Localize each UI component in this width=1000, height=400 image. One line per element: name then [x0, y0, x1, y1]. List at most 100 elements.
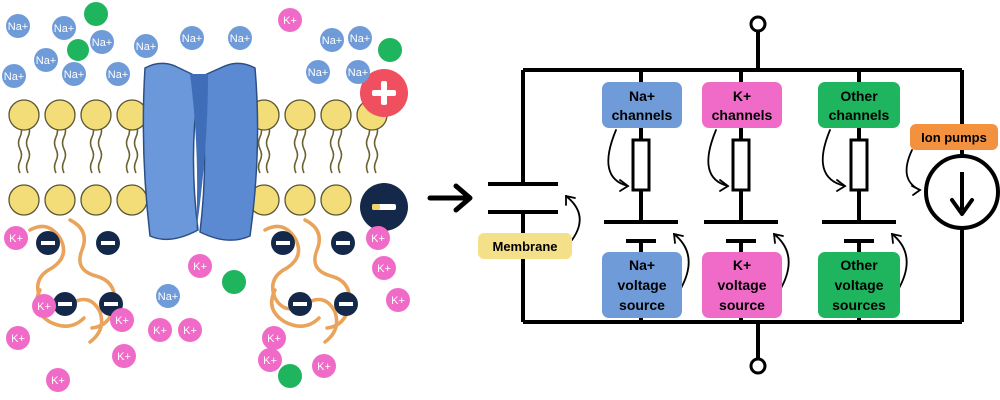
svg-text:K+: K+ [317, 361, 331, 373]
na-source-label: Na+ voltage source [602, 252, 682, 318]
na-channels-line1: Na+ [629, 88, 655, 104]
transform-arrow-icon [427, 183, 473, 213]
negative-charge [331, 231, 355, 255]
k-ion: K+ [46, 368, 70, 392]
potassium-ions: K+K+K+K+K+K+K+K+K+K+K+K+K+K+K+K+ [4, 8, 410, 392]
na-ion: Na+ [306, 60, 330, 84]
na-ion: Na+ [134, 34, 158, 58]
svg-text:K+: K+ [37, 301, 51, 313]
other-sources-line2: voltage [834, 277, 883, 293]
na-ion: Na+ [6, 14, 30, 38]
other-channels-label: Other channels [818, 82, 900, 128]
negative-charge [334, 292, 358, 316]
na-source-pointer-icon [673, 233, 690, 291]
folded-protein-right [263, 218, 352, 344]
svg-text:Na+: Na+ [322, 35, 343, 47]
na-ion: Na+ [2, 64, 26, 88]
svg-text:Na+: Na+ [136, 41, 157, 53]
na-ion: Na+ [156, 284, 180, 308]
svg-text:Na+: Na+ [158, 291, 179, 303]
svg-text:Na+: Na+ [108, 69, 129, 81]
other-channels-line1: Other [840, 88, 878, 104]
k-ion: K+ [312, 354, 336, 378]
svg-text:Na+: Na+ [4, 71, 25, 83]
svg-text:Na+: Na+ [64, 69, 85, 81]
svg-text:Na+: Na+ [92, 37, 113, 49]
k-source-line3: source [719, 297, 765, 313]
na-source-line3: source [619, 297, 665, 313]
membrane-capacitor [488, 70, 558, 322]
svg-text:Na+: Na+ [350, 33, 371, 45]
negative-charge [271, 231, 295, 255]
k-ion: K+ [372, 256, 396, 280]
na-channels-label: Na+ channels [602, 82, 682, 128]
k-ion: K+ [278, 8, 302, 32]
svg-text:Na+: Na+ [36, 55, 57, 67]
k-channels-line2: channels [712, 107, 773, 123]
membrane-pointer-icon [565, 195, 581, 241]
na-ion: Na+ [62, 62, 86, 86]
na-ion: Na+ [346, 60, 370, 84]
ion-pumps-text: Ion pumps [921, 130, 987, 145]
top-terminal [749, 15, 767, 33]
other-sources-line1: Other [840, 257, 878, 273]
k-ion: K+ [386, 288, 410, 312]
k-channels-label: K+ channels [702, 82, 782, 128]
other-source-pointer-icon [891, 233, 908, 291]
na-source-line1: Na+ [629, 257, 655, 273]
svg-text:K+: K+ [377, 263, 391, 275]
ion-pump-current-source [924, 70, 1000, 322]
k-source-line1: K+ [733, 257, 751, 273]
negative-charge [53, 292, 77, 316]
k-ion: K+ [188, 254, 212, 278]
svg-text:K+: K+ [9, 233, 23, 245]
negative-charge [288, 292, 312, 316]
svg-text:K+: K+ [371, 233, 385, 245]
lipid-tails [17, 124, 379, 174]
svg-text:K+: K+ [153, 325, 167, 337]
k-ion: K+ [112, 344, 136, 368]
svg-text:Na+: Na+ [348, 67, 369, 79]
na-channels-line2: channels [612, 107, 673, 123]
sodium-ions: Na+ Na+ Na+ Na+ Na+ Na+ Na+ Na+ Na+ Na+ Na+ Na+ Na+ N… [2, 14, 372, 308]
other-channels-line2: channels [829, 107, 890, 123]
membrane-text: Membrane [492, 239, 557, 254]
k-source-pointer-icon [773, 233, 790, 291]
na-ion: Na+ [320, 28, 344, 52]
k-ion: K+ [258, 348, 282, 372]
na-ion: Na+ [34, 48, 58, 72]
negative-charge [36, 231, 60, 255]
svg-text:Na+: Na+ [54, 23, 75, 35]
biological-membrane-illustration: Na+ Na+ Na+ Na+ Na+ Na+ Na+ Na+ Na+ Na+ Na+ Na+ Na+ N… [2, 2, 410, 392]
k-source-label: K+ voltage source [702, 252, 782, 318]
positive-charge-badge [360, 69, 408, 117]
k-channel-pointer-icon [707, 129, 729, 187]
other-sources-line3: sources [832, 297, 886, 313]
k-ion: K+ [32, 294, 56, 318]
circuit-labels: Na+ channels K+ channels Other channels … [478, 82, 998, 318]
k-channels-line1: K+ [733, 88, 751, 104]
svg-text:Na+: Na+ [182, 33, 203, 45]
pump-pointer-icon [905, 149, 921, 191]
svg-text:K+: K+ [267, 333, 281, 345]
bottom-terminal [749, 357, 767, 375]
na-channel-pointer-icon [607, 129, 629, 187]
na-ion: Na+ [52, 16, 76, 40]
na-ion: Na+ [106, 62, 130, 86]
svg-text:K+: K+ [263, 355, 277, 367]
ion-pumps-label: Ion pumps [910, 124, 998, 150]
svg-text:K+: K+ [193, 261, 207, 273]
na-ion: Na+ [348, 26, 372, 50]
svg-text:Na+: Na+ [230, 33, 251, 45]
na-ion: Na+ [180, 26, 204, 50]
pointer-arrows [565, 129, 922, 291]
negative-charge-badge [360, 183, 408, 231]
na-source-line2: voltage [617, 277, 666, 293]
other-ions [67, 2, 402, 388]
na-ion: Na+ [90, 30, 114, 54]
svg-text:K+: K+ [51, 375, 65, 387]
svg-text:K+: K+ [115, 315, 129, 327]
svg-text:Na+: Na+ [308, 67, 329, 79]
svg-text:K+: K+ [117, 351, 131, 363]
k-ion: K+ [110, 308, 134, 332]
